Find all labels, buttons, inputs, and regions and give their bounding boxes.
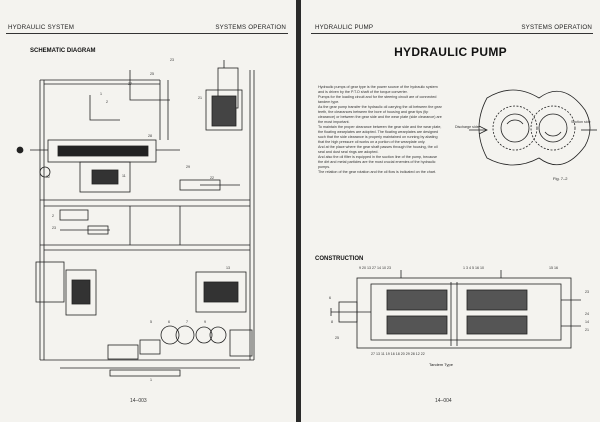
callout-label: 6 [329,296,331,300]
paragraph: And at the place where the gear shaft pa… [318,145,438,154]
left-page-number: 14–003 [130,398,147,404]
callout-label: 23 [585,290,589,294]
callout-label: 13 [226,266,230,270]
paragraph: And also the oil filter is equipped in t… [318,155,438,169]
page-title: HYDRAULIC PUMP [394,45,507,59]
callout-label: 28 [148,134,152,138]
paragraph: Pumps for the loading circuit and for th… [318,95,437,104]
callout-label: 8 [331,320,333,324]
construction-callouts: 15 16 [549,266,558,270]
paragraph: The relation of the gear rotation and th… [318,170,437,174]
right-page-number: 14–004 [435,398,452,404]
suction-side-label: Suction side [571,120,591,124]
right-page: HYDRAULIC PUMP SYSTEMS OPERATION HYDRAUL… [301,0,600,422]
callout-label: 21 [585,328,589,332]
right-header-title: HYDRAULIC PUMP [315,24,374,31]
left-page: HYDRAULIC SYSTEM SYSTEMS OPERATION SCHEM… [0,0,296,422]
construction-caption: Tandem Type [429,362,453,367]
callout-label: 24 [585,312,589,316]
left-header-rule [6,33,288,34]
callout-label: 29 [186,165,190,169]
callout-label: 22 [210,176,214,180]
callout-label: 2 [52,214,54,218]
hydraulic-schematic-diagram [16,60,255,377]
discharge-side-label: Discharge side [455,125,479,129]
callout-label: 6 [168,320,170,324]
callout-label: 1 [150,378,152,382]
callout-label: 14 [585,320,589,324]
callout-label: 9 [204,320,206,324]
callout-label: 5 [150,320,152,324]
tandem-pump-cross-section [330,270,581,349]
pump-description: Hydraulic pumps of gear type is the powe… [318,85,442,175]
callout-label: 12 [46,175,50,179]
paragraph: Hydraulic pumps of gear type is the powe… [318,85,438,94]
callout-label: 21 [198,96,202,100]
figure-label: Fig. 7–2 [553,176,568,181]
book-gutter [296,0,301,422]
gear-pump-diagram [469,89,597,166]
construction-title: CONSTRUCTION [315,256,364,262]
callout-label: 1 [100,92,102,96]
callout-label: 25 [335,336,339,340]
left-header-title: HYDRAULIC SYSTEM [8,24,75,31]
construction-callouts: 27 13 11 19 16 18 20 29 28 12 22 [371,352,425,356]
callout-label: 2 [106,100,108,104]
callout-label: 23 [52,226,56,230]
callout-label: 27 [128,82,132,86]
construction-callouts: 9 20 13 27 14 10 23 [359,266,391,270]
left-header-section: SYSTEMS OPERATION [215,24,286,31]
construction-callouts: 1 3 4 5 16 10 [463,266,484,270]
schematic-diagram-title: SCHEMATIC DIAGRAM [30,48,96,54]
paragraph: To maintain the proper clearance between… [318,125,442,144]
right-header-rule [311,33,593,34]
callout-label: 23 [170,58,174,62]
callout-label: 7 [186,320,188,324]
callout-label: 11 [122,174,126,178]
right-header-section: SYSTEMS OPERATION [521,24,592,31]
paragraph: As the gear pump transfer the hydraulic … [318,105,442,124]
callout-label: 25 [150,72,154,76]
